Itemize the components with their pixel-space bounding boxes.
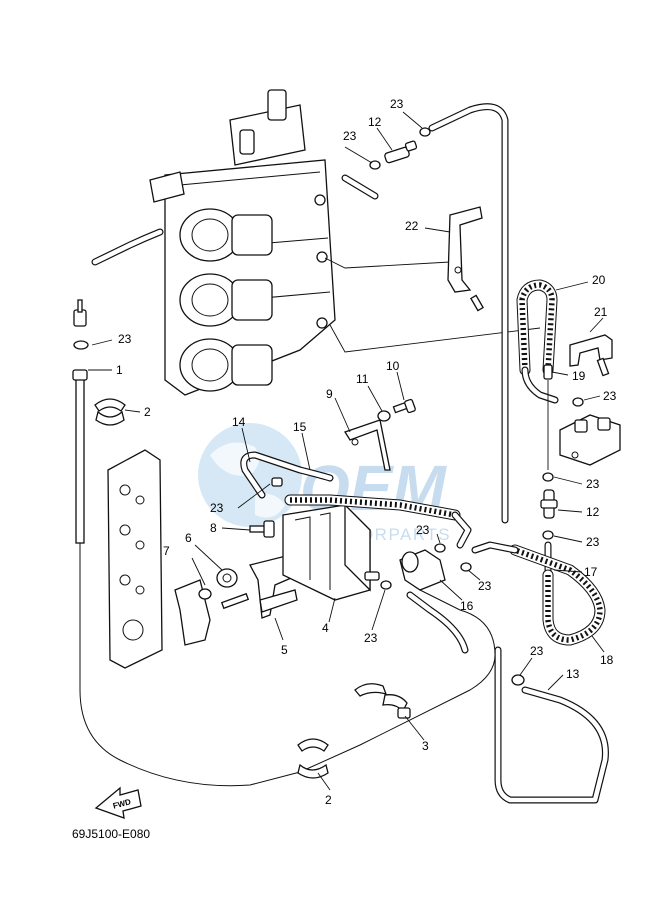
part-12-joint-upper <box>384 140 418 164</box>
label-3: 3 <box>422 739 429 753</box>
part-2-clip-upper <box>94 398 126 426</box>
label-1: 1 <box>116 363 123 377</box>
label-4: 4 <box>322 621 329 635</box>
valve-assembly <box>559 414 621 466</box>
part-6-grommet <box>216 568 238 588</box>
part-19-fitting <box>543 364 553 380</box>
throttle-body-assembly <box>91 89 336 396</box>
label-10: 10 <box>386 359 400 373</box>
part-2-clip-lower <box>297 738 329 779</box>
part-13-hose <box>494 646 609 804</box>
label-23-c: 23 <box>343 129 357 143</box>
label-17: 17 <box>584 565 598 579</box>
hose-clamp-23-mid1 <box>434 543 446 553</box>
part-1-pipe <box>72 299 88 544</box>
label-9: 9 <box>326 387 333 401</box>
part-7-bracket <box>174 579 212 646</box>
part-8-bolt <box>249 520 275 538</box>
part-3-clamp <box>354 683 411 719</box>
label-6: 6 <box>185 531 192 545</box>
label-23-e: 23 <box>586 477 600 491</box>
label-15: 15 <box>293 420 307 434</box>
label-12-lower: 12 <box>586 505 600 519</box>
label-14: 14 <box>232 415 246 429</box>
part-21-bracket <box>569 334 613 377</box>
callout-labels: 1 2 2 3 4 5 6 7 8 9 10 11 12 12 13 14 15… <box>116 97 617 807</box>
part-4-canister <box>282 503 380 601</box>
label-7: 7 <box>163 544 170 558</box>
label-8: 8 <box>210 521 217 535</box>
hose-clamp-23-right3 <box>542 530 554 540</box>
label-23-d: 23 <box>603 389 617 403</box>
diagram-code: 69J5100-E080 <box>72 827 150 841</box>
hose-clamp-23-low <box>511 674 525 686</box>
label-23-a: 23 <box>118 332 132 346</box>
hose-clamp-23a <box>73 340 89 350</box>
label-23-f: 23 <box>586 535 600 549</box>
leader-lines <box>88 111 605 791</box>
label-23-k: 23 <box>530 644 544 658</box>
label-11: 11 <box>356 372 369 386</box>
part-15-braided-hose <box>284 494 472 549</box>
label-20: 20 <box>592 273 606 287</box>
part-20-braided-hose <box>516 279 558 376</box>
label-5: 5 <box>281 643 288 657</box>
label-2-lower: 2 <box>325 793 332 807</box>
label-23-g: 23 <box>210 501 224 515</box>
part-22-bracket <box>447 206 484 312</box>
part-11-washer <box>377 410 391 422</box>
hose-clamp-23-top2 <box>419 127 431 137</box>
label-19: 19 <box>572 369 586 383</box>
label-18: 18 <box>600 653 614 667</box>
label-23-h: 23 <box>416 523 430 537</box>
part-10-bolt <box>392 398 416 414</box>
hose-clamp-23-mid3 <box>380 580 392 590</box>
mounting-plate <box>107 449 163 669</box>
label-12-upper: 12 <box>368 115 382 129</box>
hose-top-short <box>341 174 379 200</box>
bolt <box>220 592 250 610</box>
part-14-hose <box>240 451 334 499</box>
part-12-joint-lower <box>540 489 558 519</box>
label-16: 16 <box>460 599 474 613</box>
hose-top-long <box>428 103 509 524</box>
hose-clamp-23-top1 <box>369 160 381 170</box>
hose-clamp-23-right1 <box>572 397 584 407</box>
label-2-upper: 2 <box>144 405 151 419</box>
fwd-arrow-icon: FWD <box>94 786 142 819</box>
hose-clamp-23-mid2 <box>460 562 472 572</box>
label-22: 22 <box>405 219 419 233</box>
label-23-i: 23 <box>478 579 492 593</box>
label-23-j: 23 <box>364 631 378 645</box>
connector-23-left <box>271 477 283 487</box>
part-18-braided-hose <box>509 544 606 646</box>
label-21: 21 <box>594 305 608 319</box>
label-13: 13 <box>566 667 580 681</box>
part-16-fitting <box>399 549 446 591</box>
label-23-b: 23 <box>390 97 404 111</box>
hose-clamp-23-right2 <box>542 472 554 482</box>
